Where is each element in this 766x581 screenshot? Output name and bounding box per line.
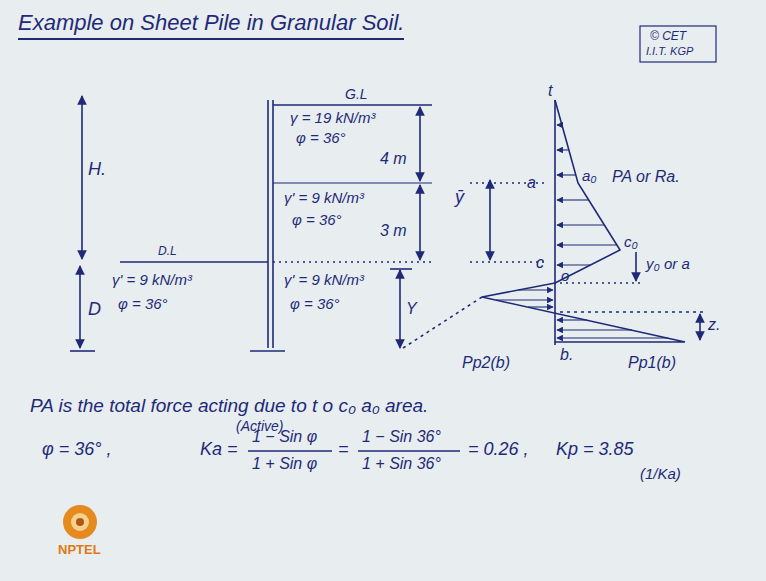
handwritten-label: 3 m [380, 222, 407, 240]
handwritten-label: ȳ [455, 188, 464, 208]
handwritten-label: 1 + Sin φ [252, 455, 317, 473]
handwritten-label: D [88, 300, 101, 320]
logo-text: NPTEL [58, 543, 101, 557]
handwritten-label: c₀ [624, 234, 638, 251]
handwritten-label: y₀ or a [646, 256, 690, 273]
handwritten-label: = [338, 440, 349, 460]
handwritten-label: γ' = 9 kN/m³ [284, 272, 364, 289]
handwritten-label: φ = 36° [290, 296, 340, 313]
handwritten-label: Ka = [200, 440, 238, 460]
handwritten-label: 4 m [380, 150, 407, 168]
handwritten-label: γ = 19 kN/m³ [290, 110, 375, 127]
handwritten-label: φ = 36° , [42, 440, 111, 460]
handwritten-label: = 0.26 , [468, 440, 529, 460]
nptel-emblem [63, 505, 97, 539]
slide-title: Example on Sheet Pile in Granular Soil. [18, 10, 404, 40]
handwritten-label: D.L [158, 245, 177, 258]
handwritten-label: a₀ [582, 168, 597, 185]
handwritten-label: Kp = 3.85 [556, 440, 634, 460]
handwritten-label: PA is the total force acting due to t o … [30, 396, 428, 417]
handwritten-label: b. [560, 346, 573, 364]
handwritten-label: φ = 36° [296, 130, 346, 147]
handwritten-label: t [548, 82, 552, 100]
handwritten-label: 1 − Sin 36° [362, 428, 441, 446]
handwritten-label: φ = 36° [292, 212, 342, 229]
handwritten-label: H. [88, 160, 106, 180]
handwritten-label: γ' = 9 kN/m³ [112, 272, 192, 289]
handwritten-label: Pp1(b) [628, 354, 676, 372]
handwritten-label: Y [406, 300, 417, 318]
handwritten-label: 1 − Sin φ [252, 428, 317, 446]
handwritten-label: 1 + Sin 36° [362, 455, 441, 473]
handwritten-label: z. [708, 316, 720, 334]
handwritten-label: γ' = 9 kN/m³ [284, 190, 364, 207]
handwritten-label: a [527, 174, 536, 192]
handwritten-label: o [561, 268, 569, 285]
handwritten-label: PA or Ra. [612, 168, 680, 186]
handwritten-label: I.I.T. KGP [646, 45, 693, 57]
handwritten-label: Pp2(b) [462, 354, 510, 372]
handwritten-label: (1/Ka) [640, 466, 681, 483]
handwritten-label: © CET [650, 30, 686, 43]
handwritten-label: G.L [345, 87, 368, 102]
handwritten-label: c [536, 254, 544, 272]
handwritten-label: φ = 36° [118, 296, 168, 313]
